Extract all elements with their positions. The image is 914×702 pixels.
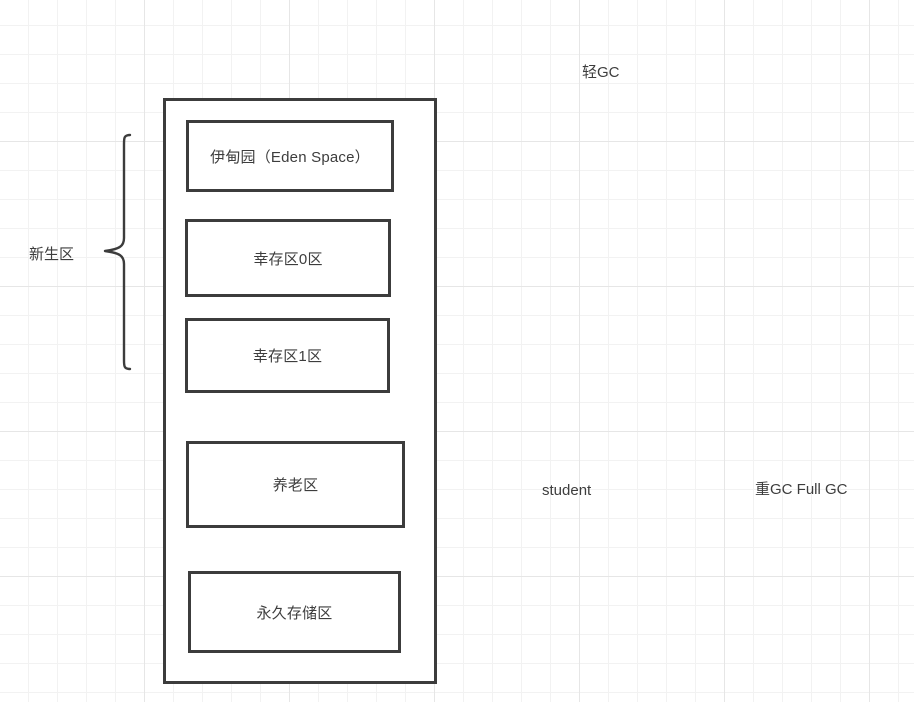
annotation-student: student	[542, 482, 592, 499]
annotation-major-gc: 重GC Full GC	[755, 481, 848, 498]
region-permanent-storage[interactable]: 永久存储区	[188, 571, 401, 653]
region-survivor-0[interactable]: 幸存区0区	[185, 219, 391, 297]
curly-brace-icon	[103, 133, 132, 371]
region-eden[interactable]: 伊甸园（Eden Space）	[186, 120, 394, 192]
young-gen-brace	[100, 132, 134, 372]
annotation-minor-gc: 轻GC	[582, 64, 620, 81]
young-generation-label: 新生区	[29, 246, 75, 263]
region-old-generation[interactable]: 养老区	[186, 441, 405, 528]
region-survivor-1[interactable]: 幸存区1区	[185, 318, 390, 393]
